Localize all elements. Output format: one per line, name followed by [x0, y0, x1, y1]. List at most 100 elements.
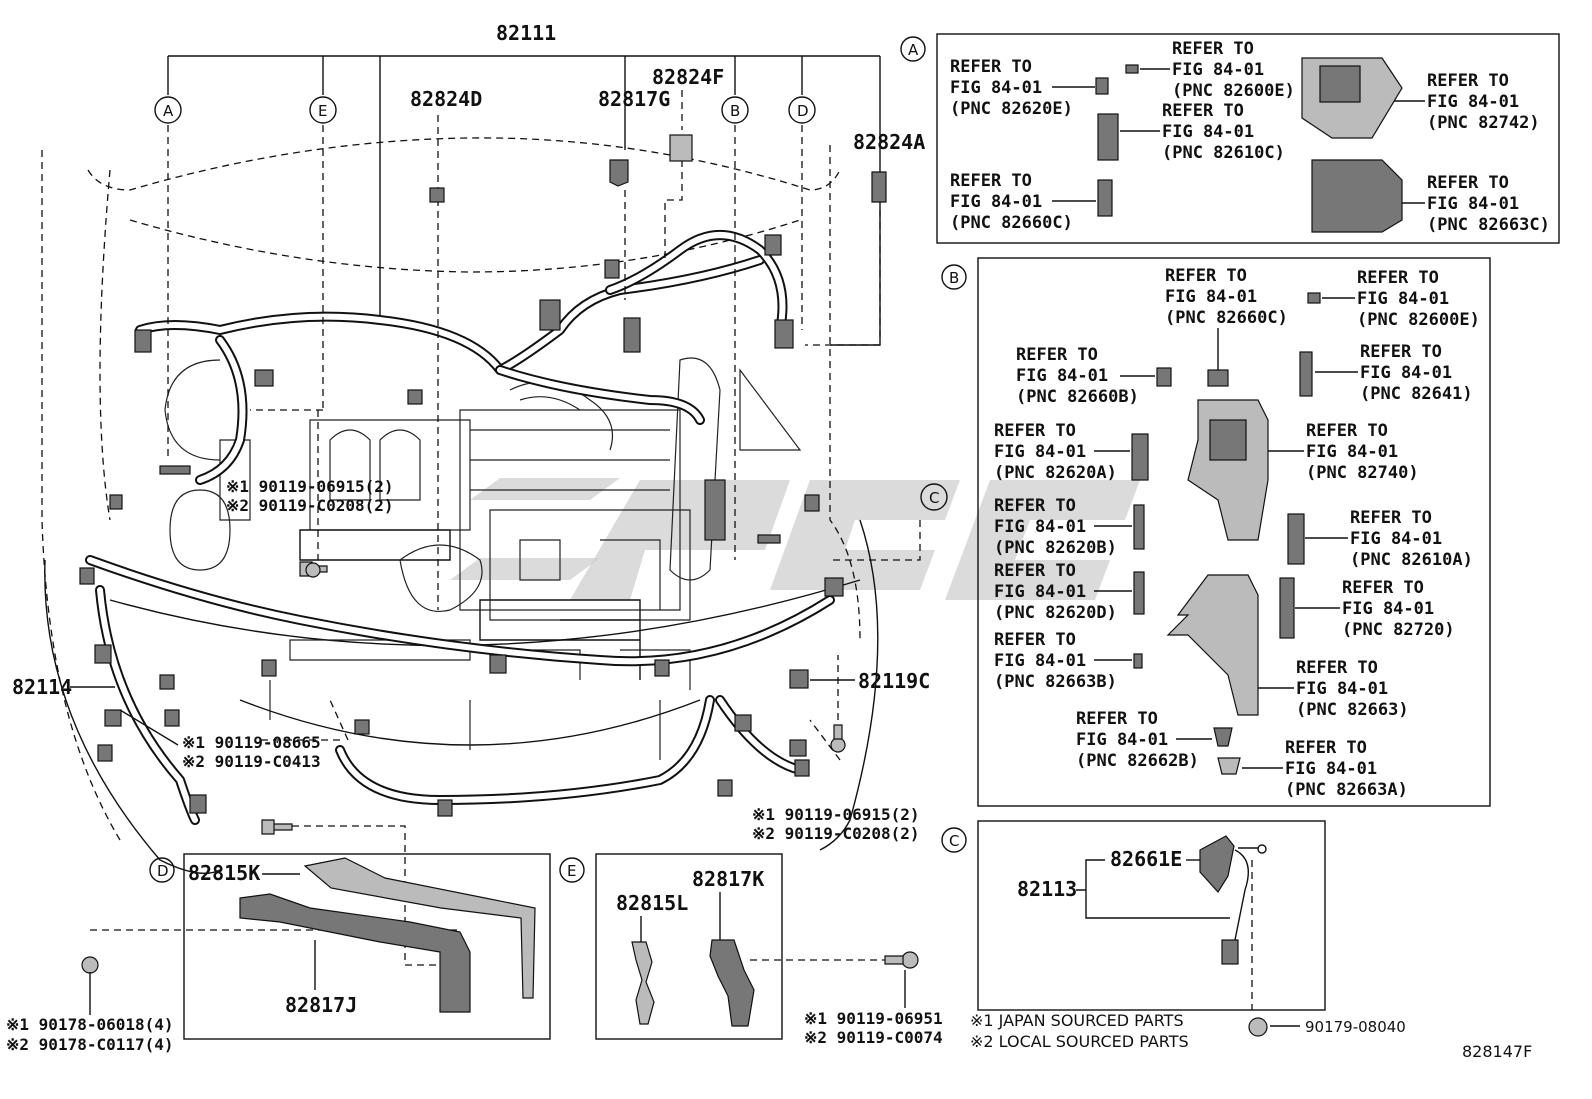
part-82817k-label: 82817K	[692, 867, 764, 891]
svg-text:(PNC 82600E): (PNC 82600E)	[1357, 310, 1480, 330]
svg-text:FIG 84-01: FIG 84-01	[1360, 363, 1452, 383]
callout-leaders	[70, 55, 1253, 1010]
svg-text:REFER TO: REFER TO	[1306, 421, 1388, 441]
view-marker-a: A	[154, 96, 182, 124]
part-82815k-label: 82815K	[188, 861, 260, 885]
detail-b-panel: B REFER TO FIG 84-01 (PNC 82660C) REFER …	[941, 257, 1491, 807]
svg-text:FIG 84-01: FIG 84-01	[1162, 122, 1254, 142]
part-82817j-label: 82817J	[285, 993, 357, 1017]
svg-text:REFER TO: REFER TO	[1285, 738, 1367, 758]
harness-part-number: 82111	[496, 21, 556, 45]
svg-text:REFER TO: REFER TO	[1165, 266, 1247, 286]
svg-text:(PNC 82720): (PNC 82720)	[1342, 620, 1455, 640]
bolt-note-right-1: ※1 90119-06915(2)	[752, 805, 920, 824]
svg-text:FIG 84-01: FIG 84-01	[1306, 442, 1398, 462]
svg-text:E: E	[567, 862, 576, 880]
svg-text:REFER TO: REFER TO	[994, 421, 1076, 441]
svg-text:FIG 84-01: FIG 84-01	[994, 651, 1086, 671]
svg-text:REFER TO: REFER TO	[1427, 71, 1509, 91]
svg-text:REFER TO: REFER TO	[1357, 268, 1439, 288]
svg-text:REFER TO: REFER TO	[1342, 578, 1424, 598]
svg-text:(PNC 82620D): (PNC 82620D)	[994, 603, 1117, 623]
svg-text:FIG 84-01: FIG 84-01	[1350, 529, 1442, 549]
part-82114-label: 82114	[12, 675, 72, 699]
svg-text:REFER TO: REFER TO	[1076, 709, 1158, 729]
svg-text:E: E	[318, 102, 327, 120]
part-82815l-label: 82815L	[616, 891, 688, 915]
bolt-note-upper-2: ※2 90119-C0208(2)	[226, 496, 394, 515]
svg-text:FIG 84-01: FIG 84-01	[950, 192, 1042, 212]
connectors	[79, 234, 844, 817]
bolt-note-e-1: ※1 90119-06951	[804, 1009, 943, 1028]
svg-text:(PNC 82663C): (PNC 82663C)	[1427, 215, 1550, 235]
part-82113-label: 82113	[1017, 877, 1077, 901]
svg-text:REFER TO: REFER TO	[1360, 342, 1442, 362]
svg-text:FIG 84-01: FIG 84-01	[1076, 730, 1168, 750]
svg-text:REFER TO: REFER TO	[1172, 39, 1254, 59]
view-marker-d: D	[788, 96, 816, 124]
svg-text:FIG 84-01: FIG 84-01	[994, 442, 1086, 462]
svg-text:FIG 84-01: FIG 84-01	[950, 78, 1042, 98]
svg-text:D: D	[797, 102, 809, 120]
svg-text:REFER TO: REFER TO	[994, 630, 1076, 650]
svg-text:FIG 84-01: FIG 84-01	[1172, 60, 1264, 80]
svg-text:REFER TO: REFER TO	[1296, 658, 1378, 678]
svg-text:C: C	[949, 832, 959, 850]
svg-text:(PNC 82610A): (PNC 82610A)	[1350, 550, 1473, 570]
svg-text:(PNC 82620B): (PNC 82620B)	[994, 538, 1117, 558]
svg-text:REFER TO: REFER TO	[994, 496, 1076, 516]
clip-note-1: ※1 90178-06018(4)	[6, 1015, 174, 1034]
svg-text:(PNC 82663A): (PNC 82663A)	[1285, 780, 1408, 800]
svg-text:FIG 84-01: FIG 84-01	[1285, 759, 1377, 779]
svg-text:FIG 84-01: FIG 84-01	[1296, 679, 1388, 699]
bolt-90179-label: 90179-08040	[1305, 1018, 1406, 1036]
detail-d-panel: D 82815K 82817J	[149, 853, 551, 1040]
view-marker-c: C	[920, 483, 948, 511]
svg-text:REFER TO: REFER TO	[994, 561, 1076, 581]
svg-text:REFER TO: REFER TO	[950, 57, 1032, 77]
svg-text:FIG 84-01: FIG 84-01	[994, 517, 1086, 537]
svg-text:B: B	[949, 269, 959, 287]
part-82824d-label: 82824D	[410, 87, 482, 111]
svg-text:(PNC 82663B): (PNC 82663B)	[994, 672, 1117, 692]
svg-text:(PNC 82742): (PNC 82742)	[1427, 113, 1540, 133]
svg-text:A: A	[163, 102, 174, 120]
svg-text:(PNC 82641): (PNC 82641)	[1360, 384, 1473, 404]
view-marker-b: B	[721, 96, 749, 124]
part-82824f-label: 82824F	[652, 65, 724, 89]
svg-text:(PNC 82600E): (PNC 82600E)	[1172, 81, 1295, 101]
svg-text:(PNC 82662B): (PNC 82662B)	[1076, 751, 1199, 771]
svg-text:FIG 84-01: FIG 84-01	[1357, 289, 1449, 309]
svg-text:D: D	[157, 862, 169, 880]
svg-text:(PNC 82740): (PNC 82740)	[1306, 463, 1419, 483]
clip-note-2: ※2 90178-C0117(4)	[6, 1035, 174, 1054]
svg-text:REFER TO: REFER TO	[1427, 173, 1509, 193]
svg-text:FIG 84-01: FIG 84-01	[994, 582, 1086, 602]
svg-text:FIG 84-01: FIG 84-01	[1427, 92, 1519, 112]
svg-text:(PNC 82660C): (PNC 82660C)	[1165, 308, 1288, 328]
bolt-note-left-1: ※1 90119-08665	[182, 733, 321, 752]
svg-text:(PNC 82620E): (PNC 82620E)	[950, 99, 1073, 119]
detail-e-panel: E 82817K 82815L	[559, 853, 783, 1040]
svg-text:(PNC 82610C): (PNC 82610C)	[1162, 143, 1285, 163]
bolt-note-right-2: ※2 90119-C0208(2)	[752, 824, 920, 843]
svg-text:(PNC 82663): (PNC 82663)	[1296, 700, 1409, 720]
svg-text:FIG 84-01: FIG 84-01	[1165, 287, 1257, 307]
figure-code: 828147F	[1462, 1042, 1532, 1061]
svg-text:(PNC 82660B): (PNC 82660B)	[1016, 387, 1139, 407]
svg-text:REFER TO: REFER TO	[1016, 345, 1098, 365]
part-82817g-label: 82817G	[598, 87, 670, 111]
bolt-note-upper-1: ※1 90119-06915(2)	[226, 477, 394, 496]
svg-text:FIG 84-01: FIG 84-01	[1427, 194, 1519, 214]
detail-c-panel: C 82113 82661E	[941, 820, 1326, 1011]
svg-text:(PNC 82620A): (PNC 82620A)	[994, 463, 1117, 483]
view-marker-e: E	[309, 96, 337, 124]
legend-local-sourced: ※2 LOCAL SOURCED PARTS	[970, 1032, 1189, 1051]
bolt-note-e-2: ※2 90119-C0074	[804, 1028, 943, 1047]
svg-text:REFER TO: REFER TO	[1162, 101, 1244, 121]
svg-text:REFER TO: REFER TO	[1350, 508, 1432, 528]
svg-text:B: B	[730, 102, 740, 120]
svg-text:A: A	[908, 41, 919, 59]
bolt-icons	[81, 561, 1268, 1037]
